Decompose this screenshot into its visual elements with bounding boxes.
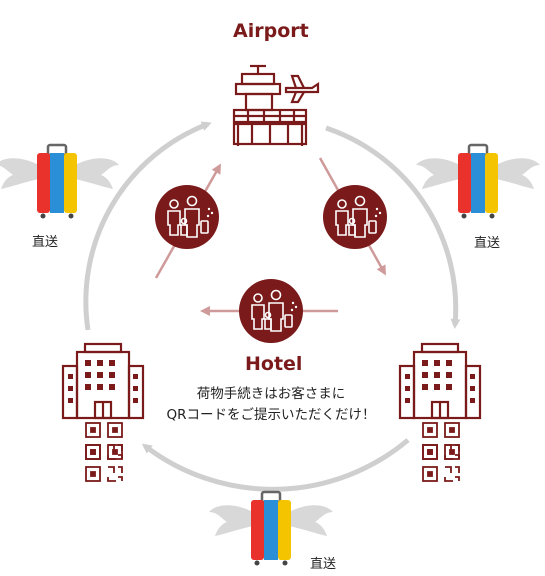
hotel-description: 荷物手続きはお客さまに QRコードをご提示いただくだけ！ <box>146 384 396 426</box>
qr-code-icon-right-bottom <box>422 444 460 482</box>
airport-label: Airport <box>233 20 309 42</box>
family-icon-center <box>238 278 304 344</box>
hotel-building-icon-left <box>61 342 145 420</box>
family-icon-left <box>154 184 220 250</box>
family-icon-right <box>322 184 388 250</box>
hotel-building-icon-right <box>398 342 482 420</box>
description-line-2: QRコードをご提示いただくだけ！ <box>166 407 376 423</box>
direct-label-left: 直送 <box>32 235 59 250</box>
airport-terminal-icon <box>232 64 320 146</box>
flow-arrow-hotel-left-to-airport <box>83 121 212 331</box>
flow-arrow-hotel-right-to-hotel-left <box>141 438 410 492</box>
qr-code-icon-left-bottom <box>85 444 123 482</box>
hotel-label: Hotel <box>245 353 303 375</box>
winged-suitcase-icon-right <box>414 143 542 220</box>
direct-label-right: 直送 <box>474 236 501 251</box>
winged-suitcase-icon-left <box>0 143 121 220</box>
description-line-1: 荷物手続きはお客さまに <box>196 386 346 402</box>
flow-arrow-airport-to-hotel-right <box>325 125 461 329</box>
direct-label-bottom: 直送 <box>310 557 337 572</box>
